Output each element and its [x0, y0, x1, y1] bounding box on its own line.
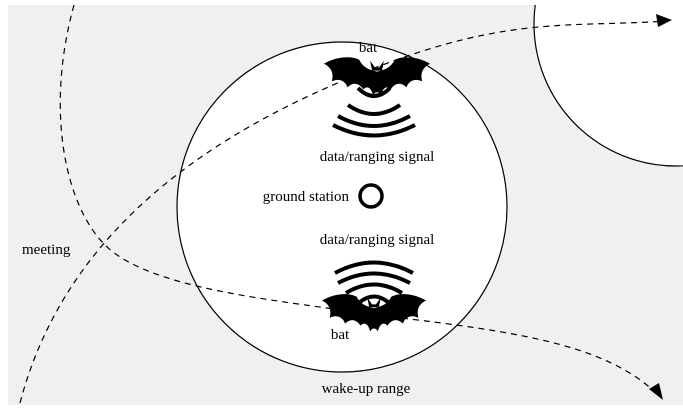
- field-border-mask: [0, 0, 683, 5]
- wake-up-range-label: wake-up range: [322, 381, 411, 397]
- arrowhead-icon: [649, 383, 663, 400]
- bat-bottom-label: bat: [331, 327, 350, 343]
- signal-waves-icon: [332, 86, 416, 138]
- ground-station-icon: [358, 183, 384, 209]
- signal-top-label: data/ranging signal: [320, 149, 435, 165]
- wake-up-range-circle: [176, 41, 508, 373]
- signal-waves-icon: [334, 260, 414, 304]
- neighbor-wake-up-zone: [533, 0, 683, 167]
- ground-station-label: ground station: [263, 189, 350, 205]
- trajectory-1: [19, 20, 669, 404]
- signal-bottom-label: data/ranging signal: [320, 232, 435, 248]
- bat-top-label: bat: [359, 40, 378, 56]
- meeting-label: meeting: [22, 242, 71, 258]
- arrowhead-icon: [656, 14, 672, 27]
